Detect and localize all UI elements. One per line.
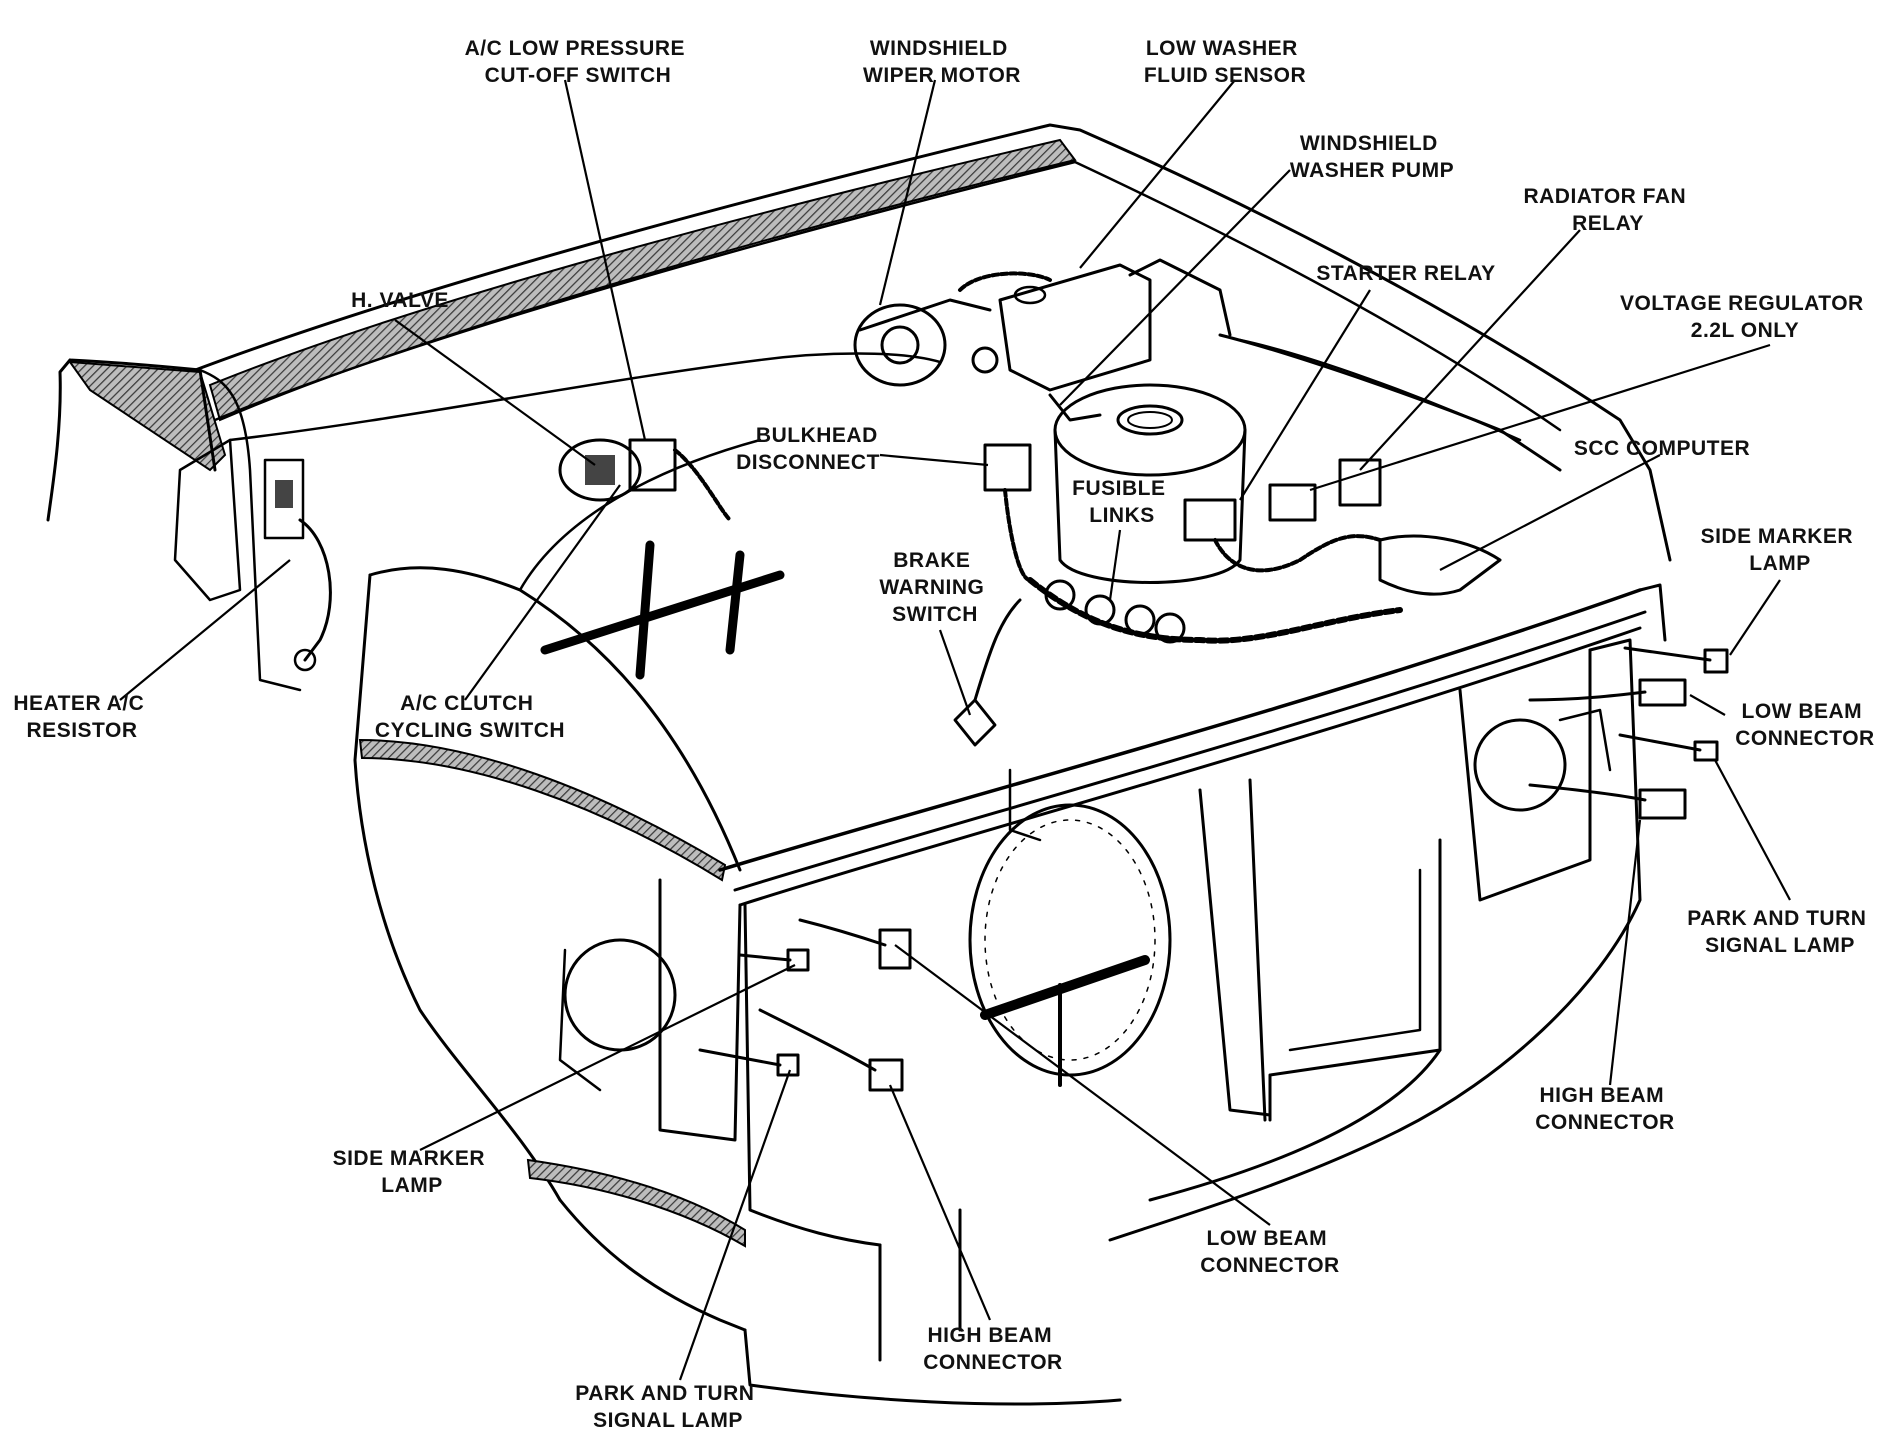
components <box>558 263 1729 1092</box>
label-brake-warning: BRAKE WARNING SWITCH <box>879 549 990 626</box>
left-fender-trim <box>358 738 727 882</box>
leader-park-turn-l <box>678 1069 792 1381</box>
leader-heater-resistor <box>119 559 291 701</box>
left-fender-lower-trim <box>526 1158 746 1248</box>
fusible-links <box>1027 577 1403 644</box>
h-valve-assembly <box>558 438 732 522</box>
label-high-beam-r: HIGH BEAM CONNECTOR <box>1535 1084 1674 1134</box>
labels: A/C LOW PRESSURE CUT-OFF SWITCH WINDSHIE… <box>13 37 1874 1432</box>
label-low-washer: LOW WASHER FLUID SENSOR <box>1144 37 1306 87</box>
label-side-marker-r: SIDE MARKER LAMP <box>1701 525 1860 575</box>
label-starter-relay: STARTER RELAY <box>1316 262 1495 285</box>
label-park-turn-l: PARK AND TURN SIGNAL LAMP <box>575 1382 761 1432</box>
bulkhead-connector <box>983 443 1032 492</box>
right-headlamp <box>1473 718 1567 812</box>
label-scc-computer: SCC COMPUTER <box>1574 437 1750 460</box>
brake-booster <box>1053 383 1247 584</box>
leader-brake-warning <box>938 629 972 716</box>
leader-fusible-links <box>1108 529 1122 601</box>
label-radiator-fan: RADIATOR FAN RELAY <box>1523 185 1692 235</box>
leader-low-washer <box>1079 79 1236 269</box>
leader-lines <box>119 79 1791 1381</box>
label-side-marker-l: SIDE MARKER LAMP <box>333 1147 492 1197</box>
leader-radiator-fan <box>1359 229 1581 471</box>
label-heater-resistor: HEATER A/C RESISTOR <box>13 692 150 742</box>
left-headlamp <box>563 938 677 1052</box>
washer-reservoir <box>998 263 1152 422</box>
leader-low-beam-l <box>894 944 1271 1226</box>
vehicle-body <box>46 123 1672 1406</box>
leader-low-beam-r <box>1689 694 1726 716</box>
relay-cluster <box>1183 458 1382 573</box>
leader-ac-low-pressure <box>563 79 647 441</box>
left-fender-edge <box>67 360 227 472</box>
right-lamps <box>1528 646 1729 820</box>
leader-high-beam-r <box>1608 819 1642 1086</box>
label-washer-pump: WINDSHIELD WASHER PUMP <box>1290 132 1454 182</box>
label-low-beam-l: LOW BEAM CONNECTOR <box>1200 1227 1339 1277</box>
leader-scc-computer <box>1439 454 1661 571</box>
label-fusible-links: FUSIBLE LINKS <box>1072 477 1172 527</box>
leader-side-marker-r <box>1729 579 1781 656</box>
scc-computer-shape <box>1378 534 1502 596</box>
label-bulkhead: BULKHEAD DISCONNECT <box>736 424 884 474</box>
leader-h-valve <box>394 319 596 466</box>
brake-warning-switch-shape <box>953 698 997 747</box>
leader-starter-relay <box>1239 289 1371 501</box>
heater-resistor-bracket <box>263 458 305 540</box>
label-ac-low-pressure: A/C LOW PRESSURE CUT-OFF SWITCH <box>465 37 692 87</box>
left-lamps <box>698 918 912 1092</box>
leader-high-beam-l <box>888 1084 992 1321</box>
label-park-turn-r: PARK AND TURN SIGNAL LAMP <box>1687 907 1873 957</box>
leader-side-marker-l <box>419 964 796 1151</box>
label-h-valve: H. VALVE <box>351 289 449 312</box>
fan-shroud <box>968 803 1172 1077</box>
leader-ac-clutch <box>464 484 621 701</box>
label-wiper-motor: WINDSHIELD WIPER MOTOR <box>863 37 1021 87</box>
wiper-motor <box>853 271 1052 387</box>
leader-voltage-reg <box>1309 343 1771 492</box>
leader-washer-pump <box>1059 169 1291 406</box>
label-low-beam-r: LOW BEAM CONNECTOR <box>1735 700 1874 750</box>
label-high-beam-l: HIGH BEAM CONNECTOR <box>923 1324 1062 1374</box>
leader-wiper-motor <box>878 79 937 306</box>
label-voltage-reg: VOLTAGE REGULATOR 2.2L ONLY <box>1620 292 1870 342</box>
leader-park-turn-r <box>1714 759 1791 901</box>
label-ac-clutch: A/C CLUTCH CYCLING SWITCH <box>375 692 565 742</box>
leader-bulkhead <box>879 453 989 467</box>
